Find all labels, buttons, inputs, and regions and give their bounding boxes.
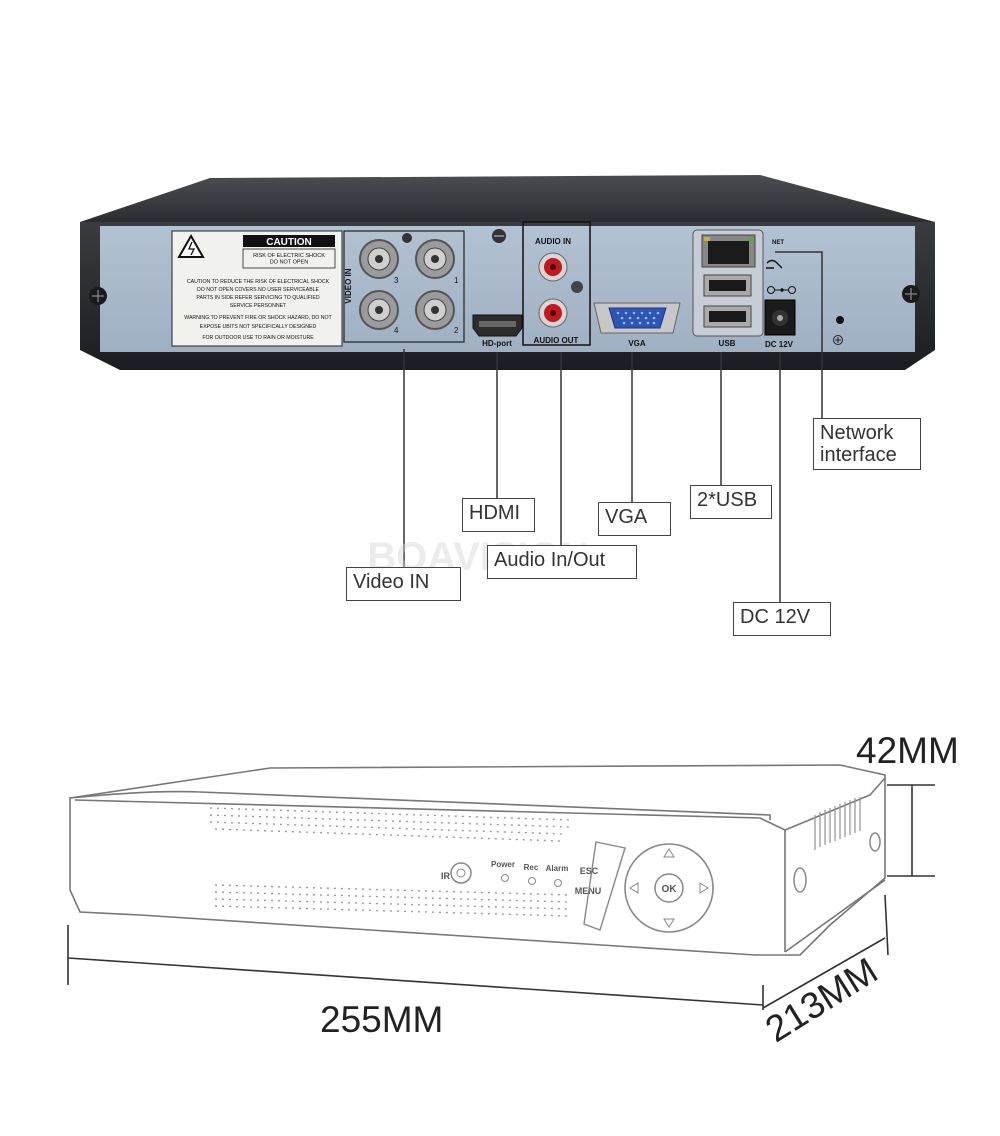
ir-label: IR [441, 871, 451, 881]
alarm-led [554, 879, 562, 887]
dimension-lines [67, 784, 935, 1010]
screw-icon [89, 287, 107, 305]
bnc-number: 1 [454, 276, 459, 285]
screw-icon [571, 281, 583, 293]
video-in-label: VIDEO IN [344, 268, 353, 303]
audio-out-rca-port[interactable] [538, 298, 568, 328]
esc-menu-buttons[interactable] [583, 841, 626, 931]
svg-text:EXPOSE UBITS NOT SPECIFICALLY: EXPOSE UBITS NOT SPECIFICALLY DESIGNED [200, 324, 317, 330]
callout-video-in: Video IN [346, 567, 461, 601]
device-outline-sketch [69, 764, 886, 956]
ir-sensor [450, 862, 472, 884]
arrow-down-icon [663, 918, 675, 928]
arrow-left-icon [629, 882, 639, 894]
reset-hole[interactable] [836, 316, 844, 324]
bnc-number: 2 [454, 326, 459, 335]
bnc-connector[interactable] [415, 239, 455, 279]
arrow-up-icon [663, 848, 675, 858]
power-label: Power [491, 860, 515, 869]
callout-vga: VGA [598, 502, 671, 536]
audio-block: AUDIO IN AUDIO OUT [522, 221, 591, 346]
svg-text:CAUTION TO REDUCE THE RISK OF: CAUTION TO REDUCE THE RISK OF ELECTRICAL… [187, 279, 330, 285]
power-led [501, 874, 509, 882]
height-dimension: 42MM [856, 730, 959, 771]
video-in-block: VIDEO IN 3 1 4 2 [343, 230, 465, 343]
svg-text:FOR OUTDOOR USE TO RAIN OR MOI: FOR OUTDOOR USE TO RAIN OR MOISTURE [202, 335, 314, 341]
dc-label: DC 12V [765, 340, 794, 349]
dc-polarity-icon [767, 286, 796, 294]
ethernet-port[interactable] [701, 234, 756, 268]
menu-label: MENU [575, 886, 602, 896]
audio-in-rca-port[interactable] [538, 252, 568, 282]
net-usb-block [692, 229, 764, 337]
usb-port[interactable] [703, 274, 752, 297]
side-vent-slots [814, 797, 861, 850]
front-vent-dots [209, 807, 571, 917]
width-dimension: 255MM [320, 999, 444, 1040]
rec-led [528, 877, 536, 885]
bnc-connector[interactable] [359, 290, 399, 330]
caution-text-lines: CAUTION TO REDUCE THE RISK OF ELECTRICAL… [184, 279, 332, 341]
hdmi-port[interactable] [472, 314, 523, 337]
vga-port[interactable] [593, 302, 681, 334]
callout-dc: DC 12V [733, 602, 831, 636]
callout-usb: 2*USB [690, 485, 772, 519]
screw-icon [402, 233, 412, 243]
net-label: NET [772, 240, 784, 246]
warning-triangle-icon [177, 233, 205, 258]
audio-out-label: AUDIO OUT [534, 336, 579, 345]
side-connector [793, 867, 807, 893]
front-sketch-illustration: IR Power Rec Alarm ESC MENU OK [67, 764, 935, 1010]
usb-port[interactable] [703, 305, 752, 328]
screw-icon [902, 285, 920, 303]
hdport-label: HD-port [482, 339, 512, 348]
usb-label: USB [719, 339, 736, 348]
caution-title: CAUTION [266, 237, 312, 248]
side-screw [869, 832, 881, 852]
ok-label: OK [662, 884, 678, 895]
network-icon [766, 259, 783, 269]
navigation-dpad[interactable]: OK [624, 843, 714, 933]
screw-icon [492, 229, 506, 243]
callout-hdmi: HDMI [462, 498, 535, 532]
svg-text:PARTS IN SIDE REFER SERVICING: PARTS IN SIDE REFER SERVICING TO QUALIFI… [196, 295, 319, 301]
vga-label: VGA [628, 339, 646, 348]
callout-network: Network interface [813, 418, 921, 470]
bnc-number: 4 [394, 326, 399, 335]
bnc-connector[interactable] [359, 239, 399, 279]
svg-text:SERVICE PERSONNET: SERVICE PERSONNET [230, 303, 287, 309]
svg-text:WARNING:TO PREVENT FIRE OR SHO: WARNING:TO PREVENT FIRE OR SHOCK HAZARD,… [184, 315, 332, 321]
bnc-connector[interactable] [415, 290, 455, 330]
alarm-label: Alarm [546, 864, 569, 873]
callout-leaders [403, 251, 823, 605]
svg-text:DO NOT OPEN COVERS.NO USER SER: DO NOT OPEN COVERS.NO USER SERVICEABLE [197, 287, 320, 293]
callout-audio: Audio In/Out [487, 545, 637, 579]
audio-in-label: AUDIO IN [535, 237, 571, 246]
device-top-cover [80, 175, 935, 222]
bnc-number: 3 [394, 276, 399, 285]
ground-icon [833, 335, 843, 345]
arrow-right-icon [699, 882, 709, 894]
esc-label: ESC [580, 866, 599, 876]
rec-label: Rec [524, 863, 539, 872]
dc-power-jack[interactable] [764, 299, 796, 336]
